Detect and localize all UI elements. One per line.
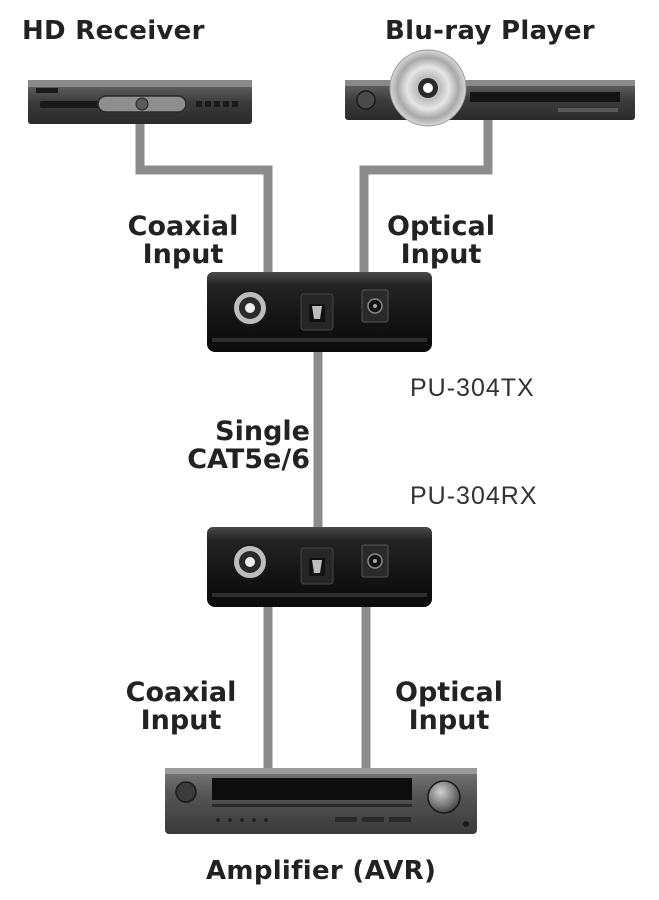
power-port-icon — [361, 289, 389, 323]
power-button-icon — [135, 97, 149, 111]
top-coaxial-input-label: Coaxial Input — [118, 213, 248, 269]
amplifier-device — [165, 768, 477, 834]
amplifier-title: Amplifier (AVR) — [206, 856, 437, 886]
rx-model-label: PU-304RX — [410, 482, 538, 510]
optical-port-icon — [300, 293, 334, 331]
coaxial-port-icon — [232, 544, 268, 580]
optical-port-icon — [300, 547, 334, 585]
pu-304rx-device — [207, 527, 432, 607]
hd-receiver-title: HD Receiver — [22, 16, 205, 46]
tx-model-label: PU-304TX — [410, 374, 535, 402]
top-coaxial-label-line2: Input — [142, 239, 224, 270]
bottom-coaxial-label-line1: Coaxial — [125, 677, 237, 708]
bottom-optical-input-label: Optical Input — [386, 679, 512, 735]
coaxial-port-icon — [232, 290, 268, 326]
pu-304tx-device — [207, 272, 432, 352]
bottom-coaxial-input-label: Coaxial Input — [116, 679, 246, 735]
hd-receiver-device — [28, 80, 252, 124]
cable-hd-receiver-coaxial — [135, 122, 273, 272]
bottom-optical-label-line2: Input — [408, 705, 490, 736]
cables — [135, 118, 493, 768]
cable-type-line1: Single — [215, 416, 310, 447]
bottom-coaxial-label-line2: Input — [140, 705, 222, 736]
top-optical-input-label: Optical Input — [378, 213, 504, 269]
top-optical-label-line2: Input — [400, 239, 482, 270]
cable-type-label: Single CAT5e/6 — [160, 418, 310, 474]
power-port-icon — [361, 544, 389, 578]
bluray-player-title: Blu-ray Player — [385, 16, 595, 46]
top-coaxial-label-line1: Coaxial — [127, 211, 239, 242]
top-optical-label-line1: Optical — [387, 211, 495, 242]
bluray-player-device — [345, 49, 635, 127]
cable-type-line2: CAT5e/6 — [187, 444, 310, 475]
volume-knob-icon — [427, 780, 461, 814]
bottom-optical-label-line1: Optical — [395, 677, 503, 708]
cable-bluray-optical — [359, 118, 493, 272]
